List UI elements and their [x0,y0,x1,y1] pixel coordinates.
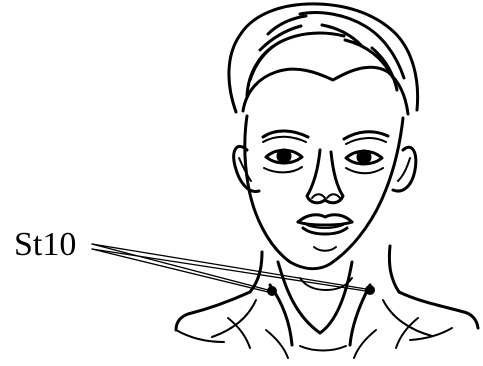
acupoint-label: St10 [14,228,76,262]
neck-shoulders [176,246,478,358]
eyes [264,150,383,173]
hair [229,4,418,114]
acupoint-dot-left [267,286,277,296]
face-outline [234,116,416,269]
eyebrows [263,131,388,144]
nose [307,150,343,203]
leader-line-right-b [92,249,366,291]
leader-line-left-a [92,244,268,290]
acupoint-dot-right [365,285,375,295]
leader-line-left-b [92,249,268,292]
mouth [298,215,352,251]
